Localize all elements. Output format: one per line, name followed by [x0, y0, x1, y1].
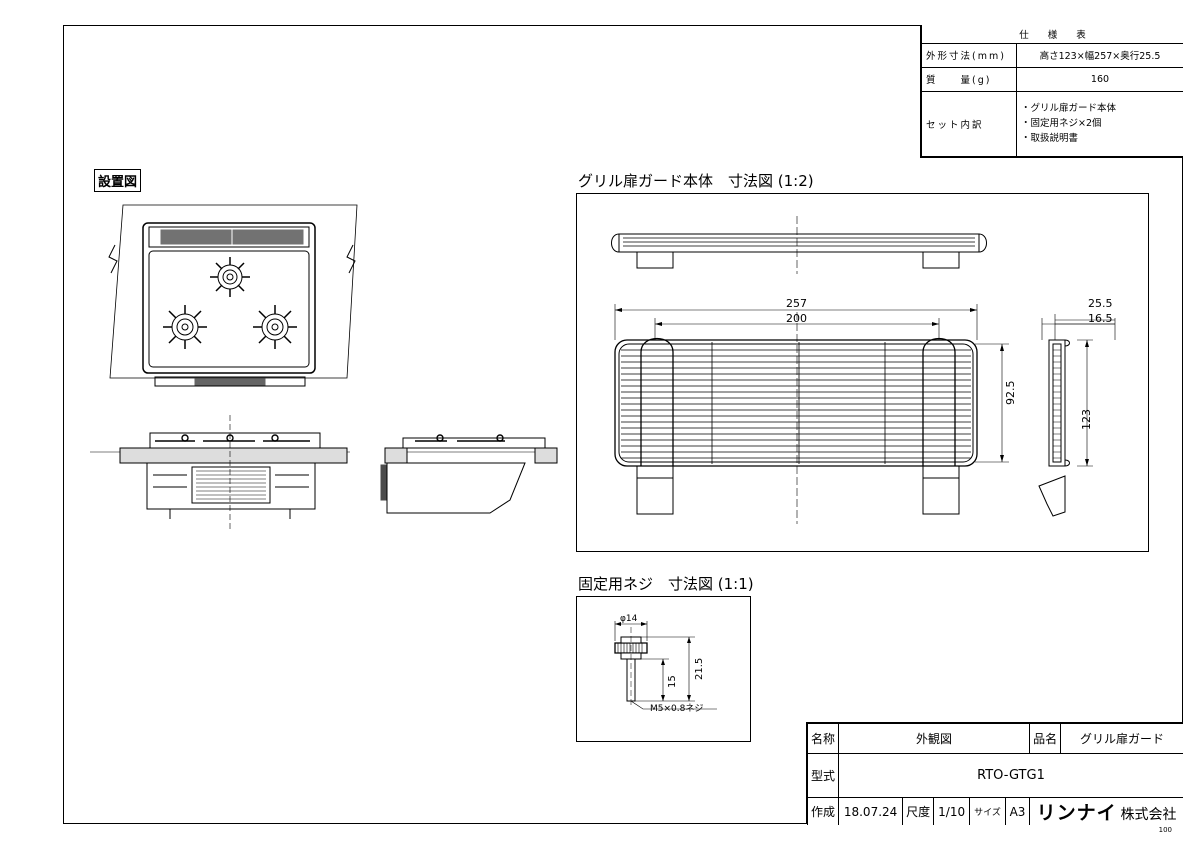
company-cell: リンナイ 株式会社: [1029, 797, 1183, 825]
company-logo: リンナイ: [1036, 802, 1117, 824]
spec-label-size: 外形寸法(mm): [921, 42, 1017, 68]
product-value: グリル扉ガード: [1060, 723, 1183, 754]
size-value: A3: [1004, 797, 1031, 825]
name-label: 名称: [806, 723, 840, 754]
screw-view-box: [576, 596, 751, 742]
spec-set-item: ・取扱説明書: [1021, 133, 1079, 145]
dim-depth-inner: 16.5: [1088, 312, 1113, 325]
dim-height-inner: 92.5: [1004, 380, 1017, 406]
spec-set-list: ・グリル扉ガード本体 ・固定用ネジ×2個 ・取扱説明書: [1016, 90, 1183, 157]
spec-value-size: 高さ123×幅257×奥行25.5: [1016, 42, 1183, 68]
title-block: 名称 外観図 品名 グリル扉ガード 型式 RTO-GTG1 作成 18.07.2…: [806, 722, 1183, 825]
scale-value: 1/10: [933, 797, 971, 825]
company-suffix: 株式会社: [1120, 807, 1177, 823]
installation-heading: 設置図: [94, 169, 142, 192]
page-number: 100: [1158, 826, 1172, 834]
size-label: サイズ: [969, 797, 1006, 825]
dim-height-total: 123: [1080, 409, 1093, 430]
spec-value-weight: 160: [1016, 66, 1183, 92]
screw-dim-shaft: 15: [667, 675, 678, 688]
installation-drawing: [90, 204, 558, 530]
screw-dim-dia: φ14: [620, 614, 638, 624]
drawing-frame: [63, 25, 1183, 824]
body-view-drawing: [611, 216, 1116, 524]
screw-view-heading: 固定用ネジ 寸法図 (1:1): [578, 575, 754, 593]
model-value: RTO-GTG1: [838, 753, 1183, 798]
screw-drawing: [614, 621, 717, 710]
scale-label: 尺度: [902, 797, 935, 825]
body-view-heading: グリル扉ガード本体 寸法図 (1:2): [578, 172, 814, 190]
dim-width-inner: 200: [786, 312, 807, 325]
screw-dim-thread: M5×0.8ネジ: [650, 704, 704, 714]
dim-width-total: 257: [786, 297, 807, 310]
product-label: 品名: [1029, 723, 1062, 754]
dim-depth-total: 25.5: [1088, 297, 1113, 310]
spec-set-item: ・固定用ネジ×2個: [1021, 118, 1102, 130]
spec-set-item: ・グリル扉ガード本体: [1021, 103, 1117, 115]
name-value: 外観図: [838, 723, 1031, 754]
made-date: 18.07.24: [838, 797, 904, 825]
spec-table: 仕 様 表 外形寸法(mm) 高さ123×幅257×奥行25.5 質 量(g) …: [920, 25, 1183, 158]
spec-title: 仕 様 表: [921, 25, 1183, 44]
spec-label-weight: 質 量(g): [921, 66, 1017, 92]
spec-label-set: セット内訳: [921, 90, 1017, 157]
model-label: 型式: [806, 753, 840, 798]
made-label: 作成: [806, 797, 840, 825]
screw-dim-total: 21.5: [694, 657, 705, 680]
